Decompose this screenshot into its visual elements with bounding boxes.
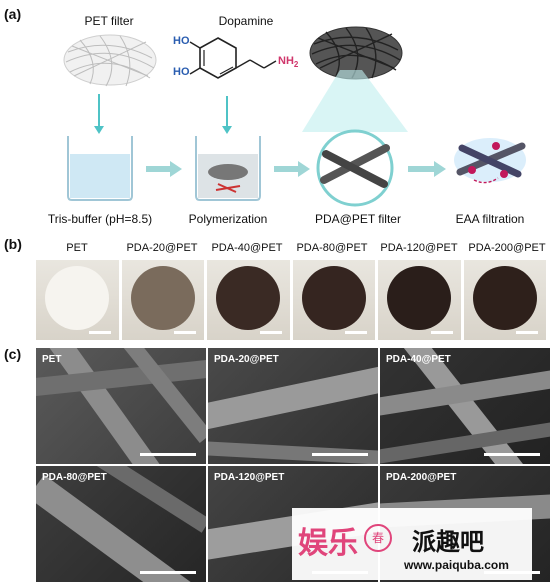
- watermark-brand: 娱乐: [298, 527, 358, 560]
- ho-top-label: HO: [173, 35, 190, 47]
- sample-disc: [472, 266, 537, 330]
- sample-label-pda-120: PDA-120@PET: [380, 242, 458, 254]
- scale-bar: [516, 331, 538, 334]
- sem-label: PDA-200@PET: [386, 472, 457, 483]
- sample-photo-pda-80: [292, 260, 375, 340]
- sample-disc: [387, 266, 452, 330]
- sample-disc: [301, 266, 366, 330]
- down-arrow-1: [94, 94, 104, 136]
- sem-label: PDA-40@PET: [386, 354, 451, 365]
- ho-bottom-label: HO: [173, 66, 190, 78]
- watermark-site-name: 派趣吧: [412, 529, 484, 556]
- down-arrow-2: [222, 96, 232, 136]
- sem-image-pda-20: PDA-20@PET: [208, 348, 378, 464]
- sem-label: PDA-120@PET: [214, 472, 285, 483]
- panel-c-label: (c): [4, 346, 22, 362]
- step-caption-3: PDA@PET filter: [315, 212, 401, 226]
- arrow-step-3: [408, 161, 448, 177]
- nh-subscript: 2: [293, 60, 299, 70]
- eaa-filtration-illustration: [454, 138, 526, 184]
- sample-label-pda-200: PDA-200@PET: [468, 242, 546, 254]
- zoomed-fiber-illustration: [316, 129, 394, 207]
- sample-photo-row: [36, 260, 546, 340]
- watermark-overlay: 娱乐 春 派趣吧 www.paiquba.com: [292, 508, 532, 580]
- step-caption-2: Polymerization: [188, 212, 268, 226]
- sem-fibers: [380, 348, 550, 464]
- zoom-cone: [302, 70, 408, 132]
- scale-bar: [312, 453, 368, 456]
- sample-label-pda-80: PDA-80@PET: [296, 242, 368, 254]
- sample-photo-pda-40: [207, 260, 290, 340]
- sample-photo-pda-200: [463, 260, 546, 340]
- sem-fibers: [208, 366, 378, 464]
- sem-image-pda-40: PDA-40@PET: [380, 348, 550, 464]
- sem-image-pda-80: PDA-80@PET: [36, 466, 206, 582]
- pet-filter-label: PET filter: [84, 14, 134, 28]
- sem-label: PET: [42, 354, 62, 365]
- scale-bar: [259, 331, 282, 334]
- panel-b-label: (b): [4, 236, 22, 252]
- nh-text: NH: [278, 55, 294, 67]
- sample-disc: [216, 266, 281, 330]
- watermark-url: www.paiquba.com: [404, 558, 509, 572]
- scale-bar: [430, 331, 453, 334]
- dopamine-label: Dopamine: [218, 14, 274, 28]
- sem-image-pet: PET: [36, 348, 206, 464]
- sem-label: PDA-20@PET: [214, 354, 279, 365]
- scale-bar: [484, 453, 540, 456]
- sample-photo-pet: [36, 260, 119, 340]
- beaker-polymerization: [195, 136, 261, 201]
- sample-photo-pda-20: [121, 260, 204, 340]
- scale-bar: [88, 331, 111, 334]
- sample-label-pet: PET: [66, 242, 88, 254]
- panel-a-label: (a): [4, 6, 22, 22]
- sample-label-pda-40: PDA-40@PET: [211, 242, 283, 254]
- sample-photo-pda-120: [378, 260, 461, 340]
- scale-bar: [140, 571, 196, 574]
- beaker-tris-buffer: [67, 136, 133, 201]
- scale-bar: [345, 331, 367, 334]
- step-caption-1: Tris-buffer (pH=8.5): [47, 212, 153, 226]
- sample-disc: [130, 266, 195, 330]
- step-caption-4: EAA filtration: [455, 212, 525, 226]
- pet-filter-mesh-illustration: [63, 34, 157, 87]
- sem-fibers: [36, 466, 206, 582]
- sample-disc: [45, 266, 110, 330]
- nh2-label: NH2: [278, 55, 298, 69]
- sem-fibers: [36, 348, 206, 464]
- dopamine-structure: [189, 37, 277, 79]
- arrow-step-2: [274, 161, 310, 177]
- scale-bar: [140, 453, 196, 456]
- sample-label-pda-20: PDA-20@PET: [126, 242, 198, 254]
- watermark-badge: 春: [364, 524, 392, 552]
- arrow-step-1: [146, 161, 182, 177]
- sem-label: PDA-80@PET: [42, 472, 107, 483]
- scale-bar: [174, 331, 196, 334]
